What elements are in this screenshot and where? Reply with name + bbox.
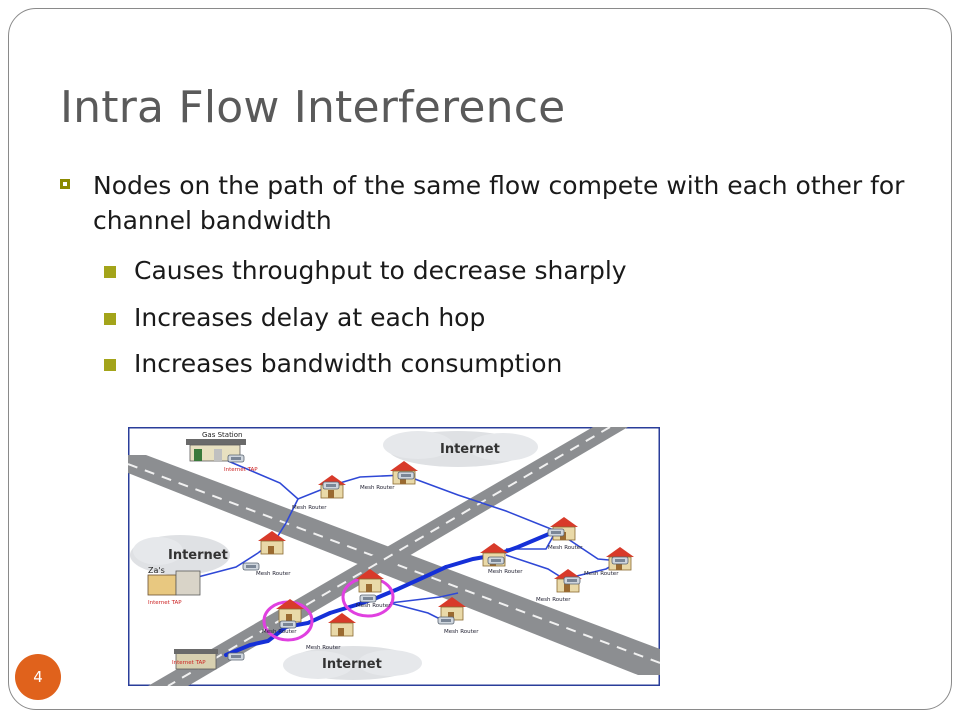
- mesh-router-label: Mesh Router: [444, 629, 479, 635]
- gas-station-label: Gas Station: [202, 431, 242, 439]
- sub-bullet-text: Increases delay at each hop: [134, 303, 486, 332]
- internet-label-top: Internet: [440, 442, 500, 457]
- router-icon: [487, 556, 505, 565]
- sub-bullet: Causes throughput to decrease sharply: [104, 256, 627, 285]
- roads: [128, 427, 660, 686]
- mesh-router-label: Mesh Router: [360, 485, 395, 491]
- router-icon: [227, 454, 245, 463]
- router-icon: [322, 481, 340, 490]
- main-bullet-text: Nodes on the path of the same flow compe…: [93, 171, 905, 235]
- mesh-router-label: Mesh Router: [356, 603, 391, 609]
- router-icon: [359, 594, 377, 603]
- internet-label-left: Internet: [168, 548, 228, 563]
- internet-tap-label: Internet TAP: [224, 467, 258, 473]
- mesh-network-diagram: Gas Station Internet Internet Internet Z…: [128, 427, 660, 686]
- mesh-router-label: Mesh Router: [262, 629, 297, 635]
- router-icon: [279, 620, 297, 629]
- gas-station: [186, 439, 246, 462]
- router-icon: [242, 562, 260, 571]
- router-icon: [437, 616, 455, 625]
- mesh-router-label: Mesh Router: [584, 571, 619, 577]
- router-icon: [397, 471, 415, 480]
- zas-label: Za's: [148, 566, 165, 575]
- square-bullet-icon: [104, 359, 116, 371]
- internet-cloud-left: [130, 535, 230, 575]
- internet-cloud-top: [383, 431, 538, 467]
- router-icon: [547, 528, 565, 537]
- sub-bullet: Increases bandwidth consumption: [104, 349, 562, 378]
- mesh-router-label: Mesh Router: [306, 645, 341, 651]
- internet-cloud-bottom: [283, 646, 422, 680]
- mesh-router-label: Mesh Router: [292, 505, 327, 511]
- router-icon: [227, 652, 245, 661]
- sub-bullet-text: Increases bandwidth consumption: [134, 349, 563, 378]
- zas-building: [147, 570, 201, 596]
- hollow-square-bullet-icon: [60, 179, 70, 189]
- internet-tap-label: Internet TAP: [148, 600, 182, 606]
- internet-tap-building: [174, 649, 218, 670]
- square-bullet-icon: [104, 266, 116, 278]
- router-icon: [611, 556, 629, 565]
- internet-tap-label: Internet TAP: [172, 660, 206, 666]
- sub-bullet-text: Causes throughput to decrease sharply: [134, 256, 627, 285]
- main-bullet: Nodes on the path of the same flow compe…: [60, 168, 920, 238]
- mesh-router-label: Mesh Router: [536, 597, 571, 603]
- mesh-router-label: Mesh Router: [548, 545, 583, 551]
- mesh-router-label: Mesh Router: [256, 571, 291, 577]
- slide-title: Intra Flow Interference: [60, 82, 566, 133]
- sub-bullet: Increases delay at each hop: [104, 303, 485, 332]
- router-icon: [563, 576, 581, 585]
- page-number-badge: 4: [15, 654, 61, 700]
- internet-label-bottom: Internet: [322, 657, 382, 672]
- mesh-router-label: Mesh Router: [488, 569, 523, 575]
- square-bullet-icon: [104, 313, 116, 325]
